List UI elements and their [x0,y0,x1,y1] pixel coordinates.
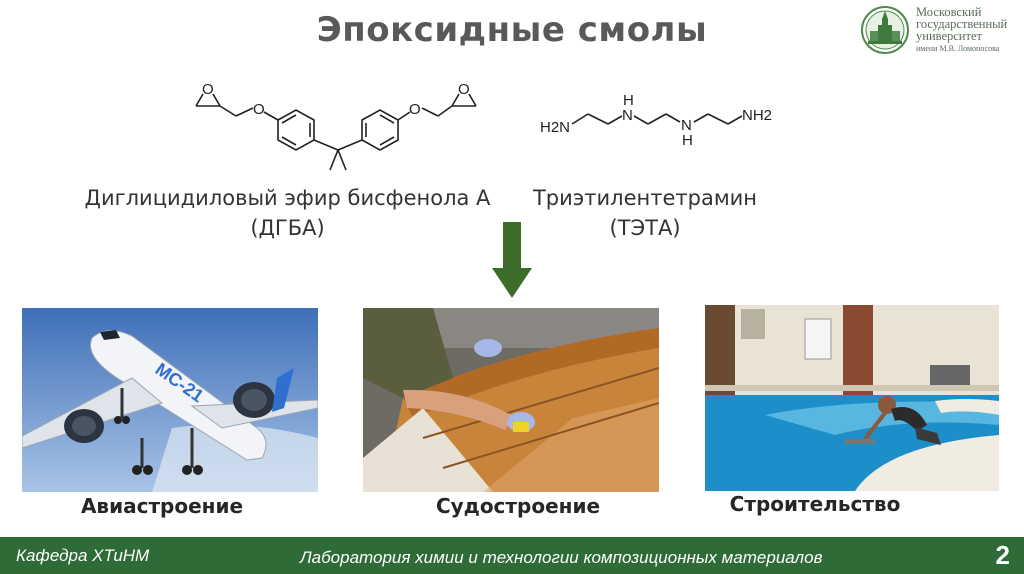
epoxide-oxygen-right: O [458,81,470,98]
slide-title: Эпоксидные смолы [316,10,708,50]
logo-line-3: университет [916,29,982,43]
dgeba-structure: O O O O [195,81,477,171]
slide-number: 2 [995,540,1010,570]
boat-hull-photo [363,308,659,492]
ether-oxygen-right: O [409,101,421,118]
teta-n-1: N [622,107,633,124]
footer-bar: Кафедра ХТиНМ Лаборатория химии и технол… [0,537,1024,574]
university-logo: Московский государственный университет и… [858,4,1024,56]
caption-aviation: Авиастроение [80,494,244,518]
teta-nh2-right: NH2 [742,107,772,124]
teta-h-1: H [623,92,634,109]
airplane-photo: МС-21 [22,308,318,492]
teta-nh2-left: H2N [540,119,570,136]
dgeba-label: Диглицидиловый эфир бисфенола А (ДГБА) [70,183,505,243]
teta-structure: H2N N H N H NH2 [540,92,772,149]
logo-line-2: государственный [916,17,1008,31]
msu-crest-icon [861,6,909,54]
dgeba-name: Диглицидиловый эфир бисфенола А [84,186,491,210]
ether-oxygen-left: O [253,101,265,118]
teta-abbr: (ТЭТА) [609,216,681,240]
epoxy-floor-photo [705,305,999,491]
epoxide-oxygen-left: O [202,81,214,98]
logo-line-1: Московский [916,5,982,19]
teta-n-2: N [681,117,692,134]
teta-label: Триэтилентетрамин (ТЭТА) [520,183,770,243]
footer-department: Кафедра ХТиНМ [16,546,150,565]
caption-shipbuilding: Судостроение [435,494,601,518]
logo-line-4: имени М.В. Ломоносова [916,44,1000,53]
arrow-down-icon [492,222,532,298]
teta-name: Триэтилентетрамин [532,186,758,210]
caption-construction: Строительство [729,492,901,516]
teta-h-2: H [682,132,693,149]
footer-lab-name: Лаборатория химии и технологии композици… [300,548,823,567]
dgeba-abbr: (ДГБА) [250,216,325,240]
